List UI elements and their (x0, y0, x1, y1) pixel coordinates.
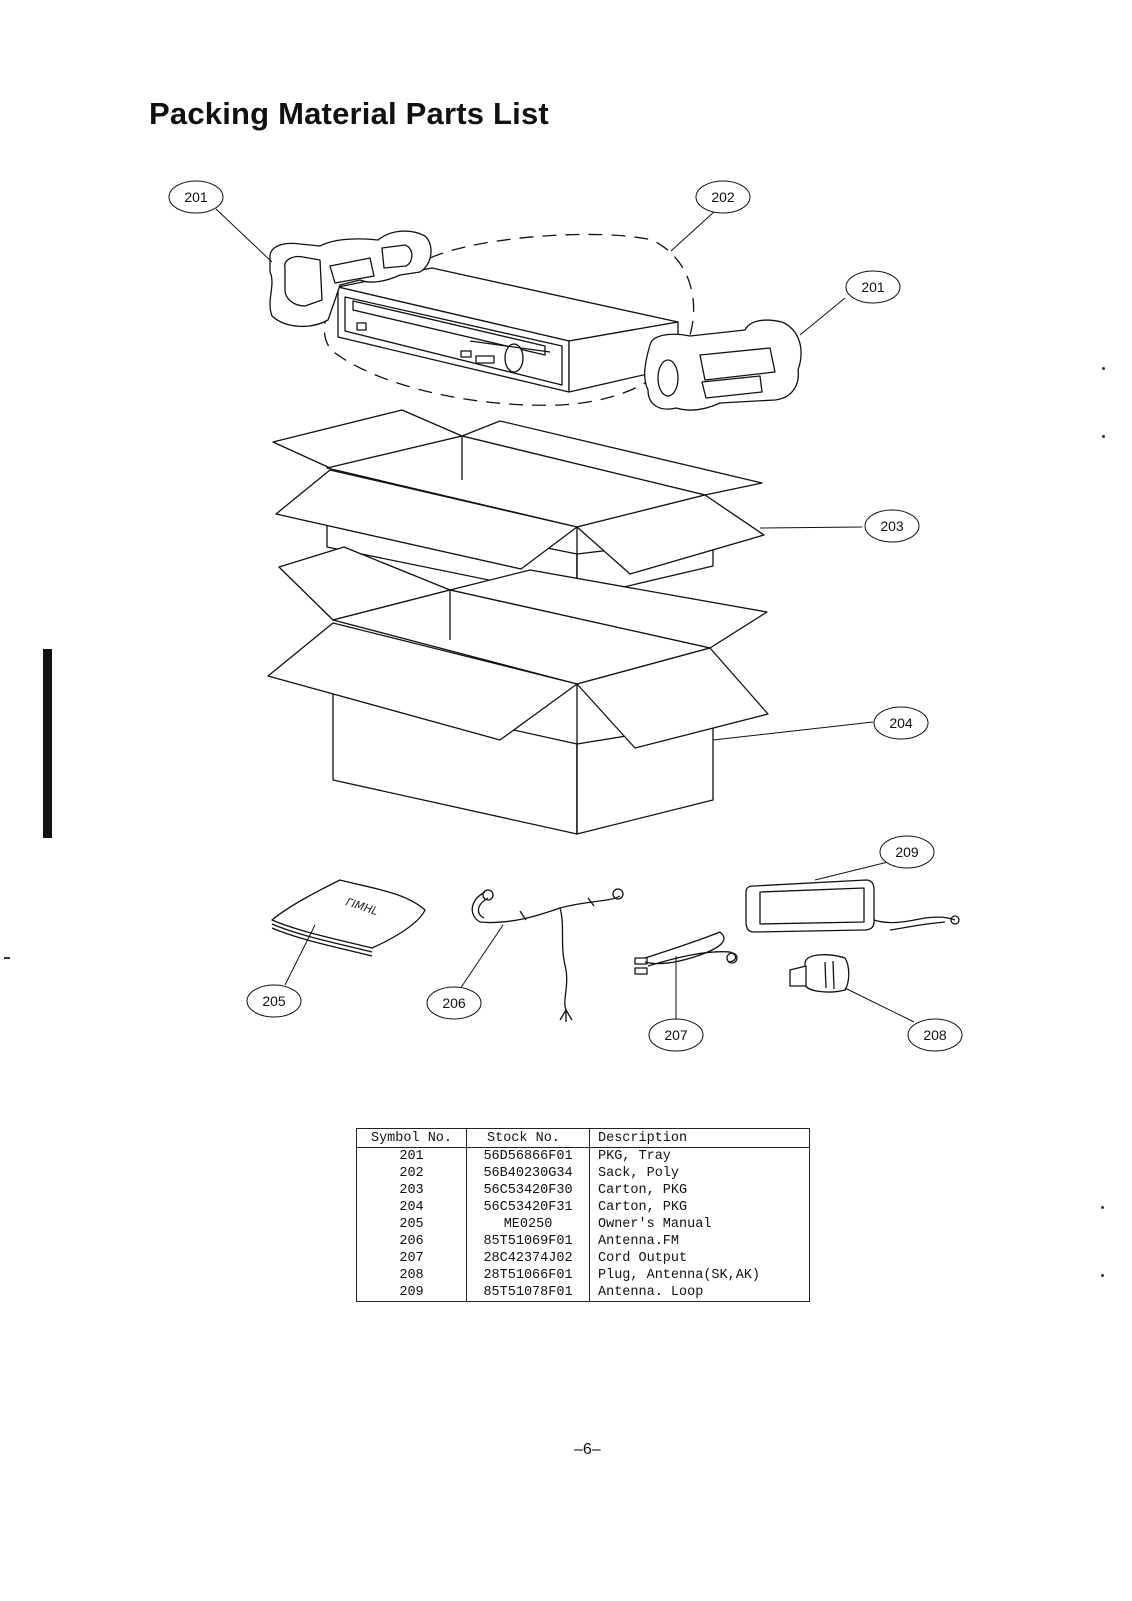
table-row: 202 56B40230G34 Sack, Poly (356, 1165, 810, 1182)
cell-description: Carton, PKG (589, 1199, 810, 1216)
cell-stock: 56C53420F30 (466, 1182, 590, 1199)
cell-symbol: 208 (356, 1267, 467, 1284)
outer-carton-drawing (267, 546, 769, 835)
callout-209: 209 (895, 844, 919, 860)
table-row: 206 85T51069F01 Antenna.FM (356, 1233, 810, 1250)
cell-description: Antenna.FM (589, 1233, 810, 1250)
callout-208-bubble (907, 1018, 963, 1052)
callout-208: 208 (923, 1027, 947, 1043)
callout-201-left: 201 (184, 189, 208, 205)
cell-description: PKG, Tray (589, 1147, 810, 1165)
cell-symbol: 203 (356, 1182, 467, 1199)
callout-201-left-bubble (168, 180, 224, 214)
fm-antenna-drawing (471, 888, 624, 1022)
header-stock-no: Stock No. (466, 1128, 590, 1148)
header-description: Description (589, 1128, 810, 1148)
cell-description: Carton, PKG (589, 1182, 810, 1199)
cell-stock: 56D56866F01 (466, 1147, 590, 1165)
callout-207-bubble (648, 1018, 704, 1052)
cell-stock: 85T51078F01 (466, 1284, 590, 1302)
cell-description: Sack, Poly (589, 1165, 810, 1182)
table-row: 203 56C53420F30 Carton, PKG (356, 1182, 810, 1199)
cell-stock: 85T51069F01 (466, 1233, 590, 1250)
cell-symbol: 204 (356, 1199, 467, 1216)
poly-sack-outline (323, 233, 695, 406)
callout-bubbles (168, 180, 963, 1052)
antenna-plug-drawing (789, 954, 850, 993)
table-row: 205 ME0250 Owner's Manual (356, 1216, 810, 1233)
scan-edge-mark (43, 649, 52, 838)
scan-dot (1102, 435, 1105, 438)
cell-stock: 28T51066F01 (466, 1267, 590, 1284)
scan-dot (1102, 367, 1105, 370)
callout-209-bubble (879, 835, 935, 869)
cell-stock: 56C53420F31 (466, 1199, 590, 1216)
callout-202: 202 (711, 189, 735, 205)
callout-203-bubble (864, 509, 920, 543)
cell-description: Plug, Antenna(SK,AK) (589, 1267, 810, 1284)
cell-stock: 28C42374J02 (466, 1250, 590, 1267)
callout-204-bubble (873, 706, 929, 740)
cell-description: Antenna. Loop (589, 1284, 810, 1302)
table-row: 207 28C42374J02 Cord Output (356, 1250, 810, 1267)
cell-description: Owner's Manual (589, 1216, 810, 1233)
output-cord-drawing (634, 931, 738, 975)
scan-dot (1101, 1206, 1104, 1209)
callout-203: 203 (880, 518, 904, 534)
table-row: 201 56D56866F01 PKG, Tray (356, 1147, 810, 1165)
cell-symbol: 205 (356, 1216, 467, 1233)
callout-202-bubble (695, 180, 751, 214)
cell-symbol: 202 (356, 1165, 467, 1182)
cell-symbol: 206 (356, 1233, 467, 1250)
owners-manual-drawing (271, 879, 426, 957)
table-row: 204 56C53420F31 Carton, PKG (356, 1199, 810, 1216)
loop-antenna-drawing (745, 879, 960, 933)
header-symbol-no: Symbol No. (356, 1128, 467, 1148)
callout-201-right: 201 (861, 279, 885, 295)
callout-206-bubble (426, 986, 482, 1020)
cell-description: Cord Output (589, 1250, 810, 1267)
cell-stock: 56B40230G34 (466, 1165, 590, 1182)
callout-205: 205 (262, 993, 286, 1009)
scan-dot (1101, 1274, 1104, 1277)
cell-stock: ME0250 (466, 1216, 590, 1233)
callout-leader-lines (215, 208, 915, 1023)
callout-206: 206 (442, 995, 466, 1011)
page-number: –6– (574, 1441, 601, 1458)
cell-symbol: 201 (356, 1147, 467, 1165)
cell-symbol: 207 (356, 1250, 467, 1267)
inner-carton-drawing (272, 409, 765, 599)
callout-204: 204 (889, 715, 913, 731)
table-row: 209 85T51078F01 Antenna. Loop (356, 1284, 810, 1302)
scan-tick-mark (4, 957, 10, 959)
tuner-unit-drawing (337, 267, 679, 393)
right-foam-tray (644, 319, 802, 411)
table-row: 208 28T51066F01 Plug, Antenna(SK,AK) (356, 1267, 810, 1284)
table-header-row: Symbol No. Stock No. Description (356, 1128, 810, 1148)
cell-symbol: 209 (356, 1284, 467, 1302)
parts-list-table: Symbol No. Stock No. Description 201 56D… (356, 1128, 810, 1302)
callout-207: 207 (664, 1027, 688, 1043)
callout-205-bubble (246, 984, 302, 1018)
page-title: Packing Material Parts List (149, 96, 549, 131)
callout-201-right-bubble (845, 270, 901, 304)
left-foam-tray (269, 230, 432, 327)
